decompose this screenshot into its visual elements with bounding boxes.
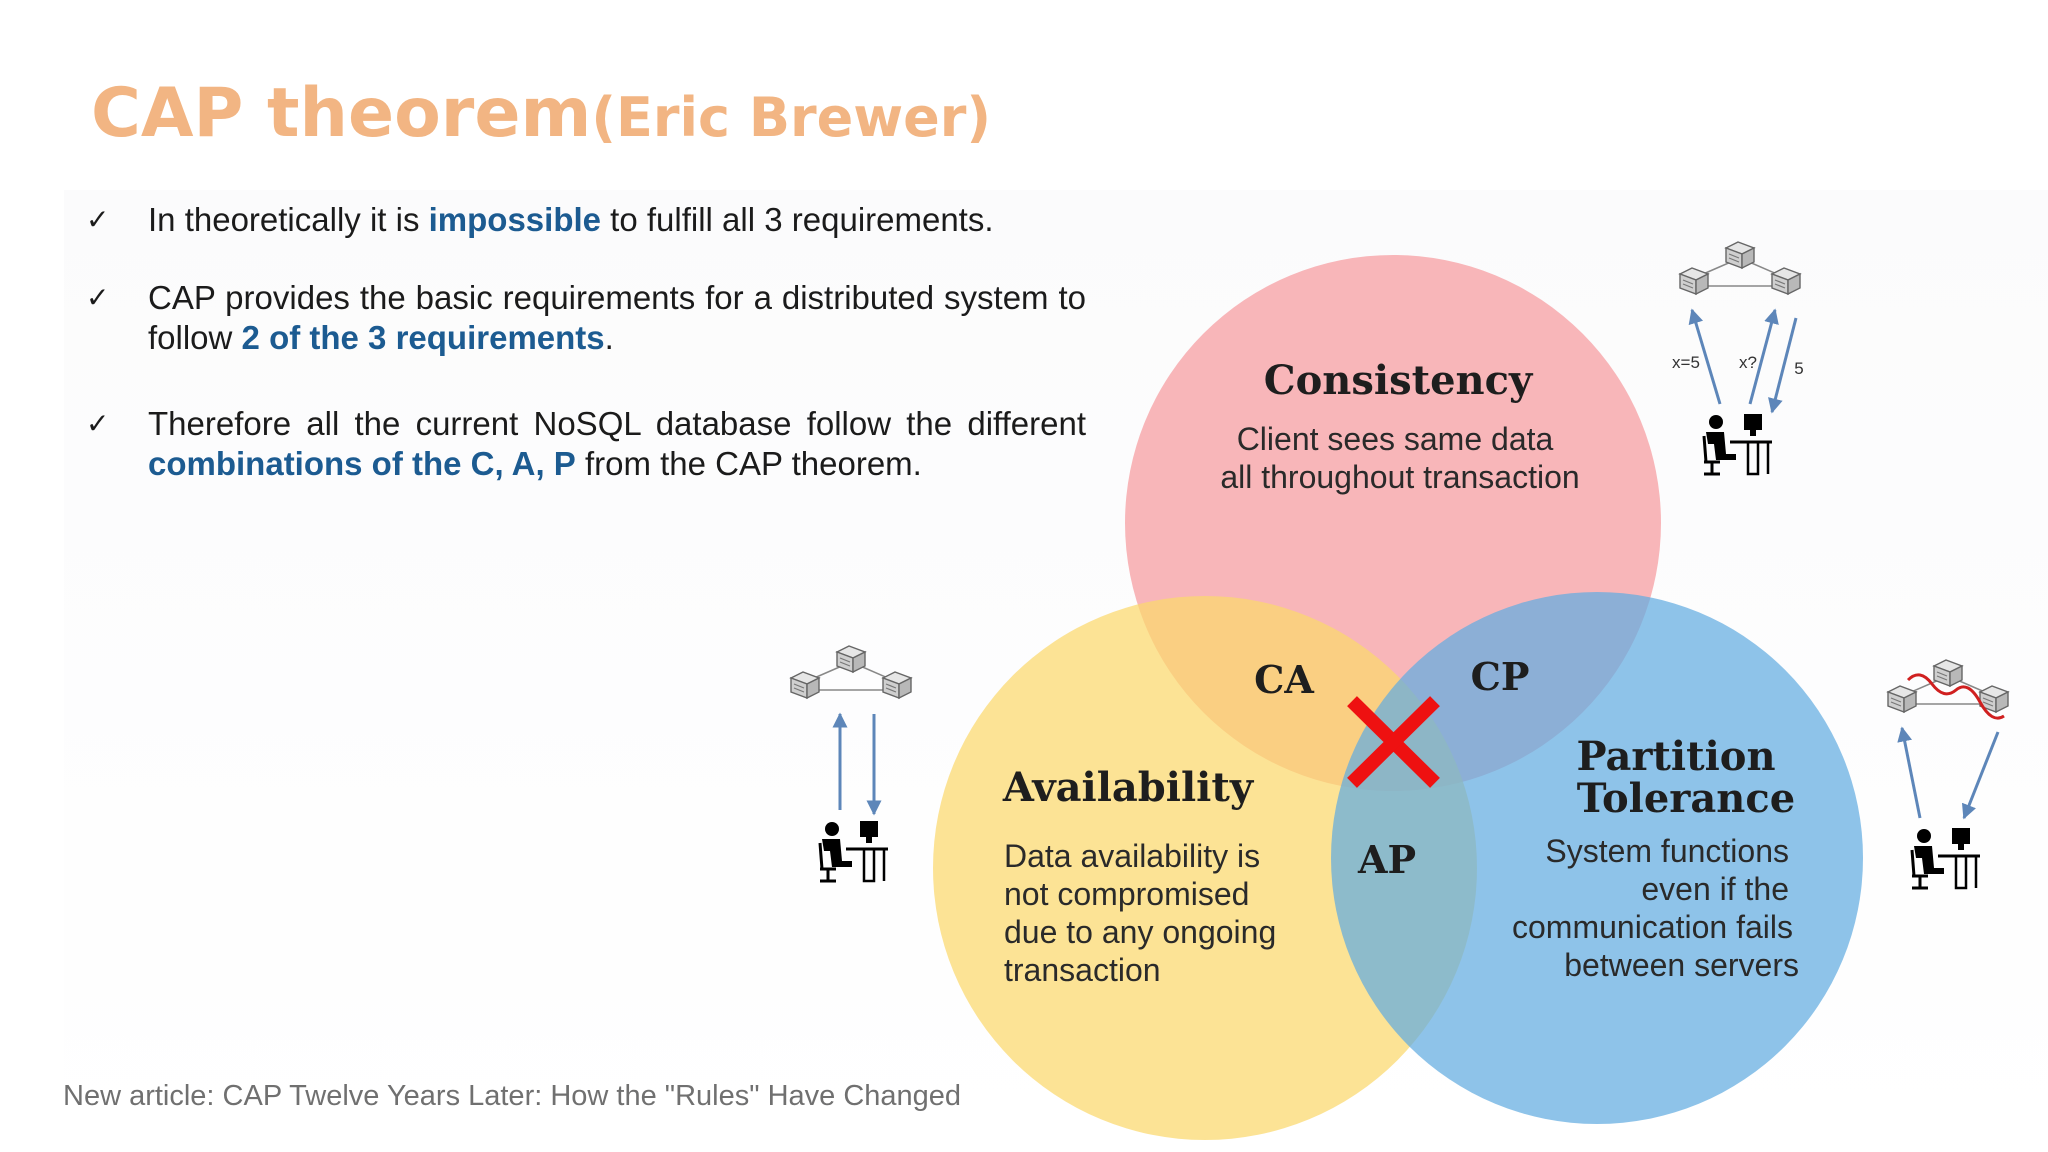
server-network-icon (1679, 241, 1801, 295)
availability-description: due to any ongoing (1004, 914, 1276, 950)
partition-description: communication fails (1512, 909, 1793, 945)
availability-circle (933, 596, 1477, 1140)
partition-title: Partition (1576, 733, 1775, 780)
availability-description: Data availability is (1004, 838, 1260, 874)
server-network-icon (790, 645, 912, 699)
venn-circles (933, 255, 1863, 1140)
availability-description: transaction (1004, 952, 1161, 988)
x-mark-icon (1347, 696, 1440, 788)
broken-link-icon (1906, 673, 2005, 720)
arrow-icon (1768, 317, 1798, 414)
ca-label: CA (1254, 657, 1314, 702)
arrow-label: x=5 (1672, 353, 1700, 372)
partition-circle (1331, 592, 1863, 1124)
user-workstation-icon (1702, 412, 1774, 476)
partition-description: even if the (1641, 871, 1789, 907)
arrow-icon (1688, 308, 1722, 405)
bullet-highlight: 2 of the 3 requirements (241, 319, 605, 356)
consistency-description: all throughout transaction (1220, 459, 1579, 495)
partition-network-illustration (1887, 659, 2009, 890)
bullet-text: to fulfill all 3 requirements. (601, 201, 994, 238)
availability-network-illustration (790, 645, 912, 883)
availability-description: not compromised (1004, 876, 1249, 912)
slide-title: CAP theorem(Eric Brewer) (91, 80, 991, 148)
bullet-item: ✓ Therefore all the current NoSQL databa… (86, 404, 1086, 484)
availability-title: Availability (1002, 764, 1255, 811)
title-main: CAP theorem (91, 74, 592, 153)
bullet-list: ✓ In theoretically it is impossible to f… (86, 200, 1086, 484)
arrow-label: x? (1739, 353, 1757, 372)
footer-note: New article: CAP Twelve Years Later: How… (63, 1080, 962, 1112)
user-workstation-icon (818, 819, 890, 883)
arrow-icon (1897, 726, 1922, 819)
partition-title: Tolerance (1577, 775, 1795, 822)
title-subtitle: (Eric Brewer) (591, 86, 992, 149)
user-workstation-icon (1910, 826, 1982, 890)
consistency-description: Client sees same data (1237, 421, 1554, 457)
checkmark-icon: ✓ (86, 203, 110, 236)
bullet-text: from the CAP theorem. (575, 445, 922, 482)
arrow-icon (1961, 731, 2000, 820)
bullet-text: In theoretically it is (148, 201, 429, 238)
cp-label: CP (1471, 654, 1530, 699)
arrow-label: 5 (1794, 359, 1803, 378)
consistency-title: Consistency (1264, 357, 1534, 404)
bullet-text: Therefore all the current NoSQL database… (148, 405, 1086, 442)
bullet-highlight: impossible (428, 201, 602, 238)
bullet-item: ✓ CAP provides the basic requirements fo… (86, 278, 1086, 358)
checkmark-icon: ✓ (86, 407, 110, 440)
ap-label: AP (1357, 837, 1416, 882)
bullet-item: ✓ In theoretically it is impossible to f… (86, 200, 1086, 240)
bullet-highlight: combinations of the C, A, P (148, 445, 576, 482)
server-network-icon (1887, 659, 2009, 713)
arrow-icon (1748, 308, 1779, 405)
checkmark-icon: ✓ (86, 281, 110, 314)
consistency-network-illustration: x=5 x? 5 (1672, 241, 1804, 476)
partition-description: between servers (1564, 947, 1799, 983)
bullet-text: CAP provides the basic requirements for … (148, 279, 1086, 356)
partition-description: System functions (1545, 833, 1789, 869)
bullet-text: . (604, 319, 614, 356)
